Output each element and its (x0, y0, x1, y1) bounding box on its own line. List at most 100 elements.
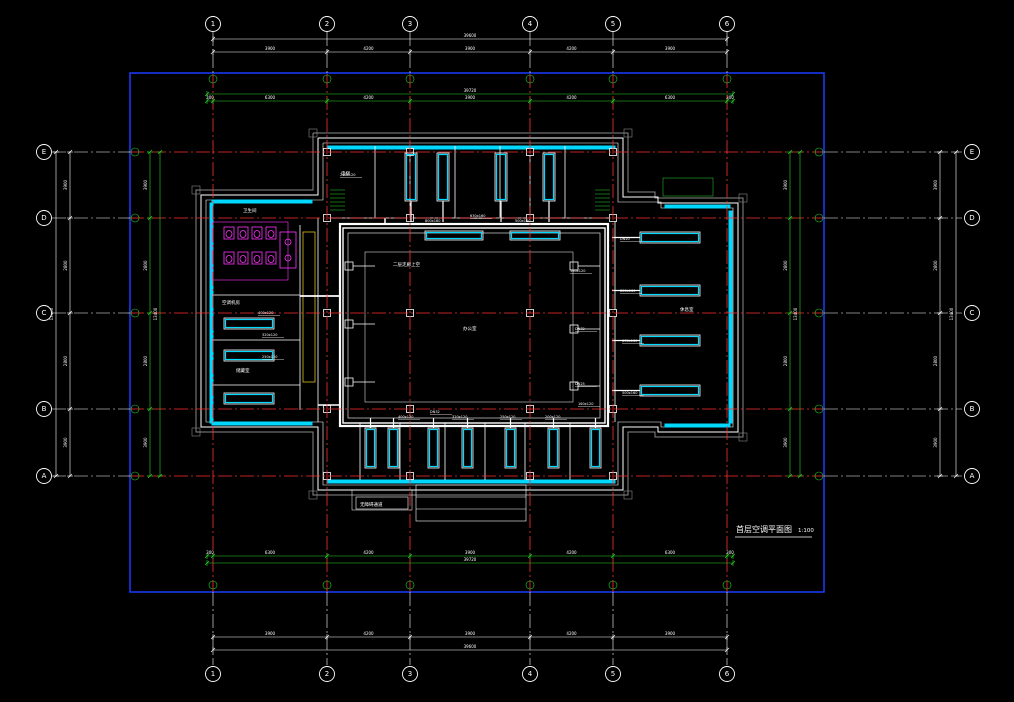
duct-label-15: 320x120 (262, 333, 277, 337)
axis-bubble-right-C-circle (964, 305, 980, 321)
dim-top-bays-label-4: 3900 (665, 46, 676, 51)
toilet-stall-0-0 (223, 226, 235, 240)
entrance-label: 无障碍通道 (360, 501, 383, 508)
duct-label-0: 800x160 (425, 219, 440, 223)
dim-inner-top-label-1: 6300 (265, 95, 276, 100)
dim-left-bays-label-0: 3900 (63, 179, 68, 190)
ac-unit-top-3-coil (543, 153, 555, 201)
dim-top-overall-slash-1 (724, 36, 730, 42)
ac-unit-right-1-coil (640, 285, 700, 296)
blue-frame (129, 72, 825, 593)
duct-label-19: DN32 (430, 410, 440, 414)
dim-bottom-overall-slash-1 (724, 647, 730, 653)
dim-inner-bottom-label-1: 6300 (265, 550, 276, 555)
axis-bubble-right-E-label: E (970, 148, 974, 156)
window-strip-0 (209, 202, 214, 424)
dim-inner-left-overall-slash-0 (157, 149, 163, 155)
walls (191, 128, 748, 522)
toilet-bowl-1-3 (267, 255, 275, 263)
dim-right-bays-label-3: 3900 (933, 437, 938, 448)
dim-inner-right-label-3: 3900 (783, 437, 788, 448)
riser-2 (344, 377, 354, 387)
toilet-stall-0-2 (251, 226, 263, 240)
inner-bubble-bottom-3 (405, 580, 415, 590)
toilet-bowl-0-0 (225, 230, 233, 238)
toilet-bowl-0-3 (267, 230, 275, 238)
axis-bubble-left-D-label: D (41, 214, 46, 222)
duct-label-5: 250x120 (500, 415, 515, 419)
dim-inner-right-slash-1 (787, 215, 793, 221)
dim-bottom-bays-slash-0 (210, 634, 216, 640)
dim-top-bays-slash-4 (610, 49, 616, 55)
ac-unit-bottom-5-coil (548, 428, 559, 468)
dim-top-bays-label-3: 4200 (566, 46, 577, 51)
dim-left-bays-slash-3 (67, 406, 73, 412)
dim-inner-bottom-slash-2 (324, 553, 330, 559)
dim-inner-left-label-0: 3900 (143, 179, 148, 190)
dim-right-overall-slash-1 (953, 473, 959, 479)
duct-label-16: 250x120 (262, 355, 277, 359)
room-label-big: 办公室 (463, 325, 477, 332)
axis-bubble-bottom-1-circle (205, 666, 221, 682)
axis-bubble-bottom-1: 1 (205, 666, 221, 682)
dim-inner-left-slash-4 (147, 473, 153, 479)
dim-inner-bottom-slash-5 (610, 553, 616, 559)
corner-7 (738, 432, 748, 442)
corner-0 (308, 128, 318, 138)
dim-top-bays-slash-3 (527, 49, 533, 55)
ac-unit-left-0-coil (224, 318, 274, 329)
axis-bubble-top-1-label: 1 (211, 20, 215, 28)
inner-bubble-right-D (814, 213, 824, 223)
duct-label-9: DN25 (575, 382, 585, 386)
stair-core (302, 231, 316, 383)
room-label-right: 休息室 (680, 306, 694, 313)
dim-right-bays-slash-4 (937, 473, 943, 479)
ac-unit-bottom-4-coil (505, 428, 516, 468)
dim-inner-right-slash-3 (787, 406, 793, 412)
axis-bubble-bottom-5: 5 (605, 666, 621, 682)
room-label-mech: 空调机房 (222, 299, 240, 306)
dim-inner-bottom-label-0: 300 (206, 550, 214, 555)
corner-2 (308, 490, 318, 500)
dim-top-bays-label-1: 4200 (363, 46, 374, 51)
dim-inner-bottom-label-4: 4200 (566, 550, 577, 555)
axis-bubble-left-C-label: C (42, 309, 47, 317)
right-stair-box (662, 177, 714, 197)
axis-bubble-left-E-circle (36, 144, 52, 160)
ac-unit-courtyard-top-box (424, 230, 484, 241)
air-conditioning-units (223, 152, 701, 469)
corner-4 (191, 185, 201, 195)
courtyard-outer-wall (342, 227, 606, 424)
dim-inner-left-slash-0 (147, 149, 153, 155)
dim-right-bays-label-2: 2800 (933, 355, 938, 366)
dim-bottom-bays-label-4: 3900 (665, 631, 676, 636)
dim-right-bays-label-0: 3900 (933, 179, 938, 190)
dim-inner-top-slash-3 (407, 98, 413, 104)
dim-inner-bottom-overall-label-0: 39720 (464, 557, 477, 562)
axis-bubble-right-D-label: D (969, 214, 974, 222)
toilet-bowl-1-0 (225, 255, 233, 263)
dim-inner-top-slash-7 (730, 98, 736, 104)
duct-label-14: 400x120 (258, 311, 273, 315)
axis-bubble-right-B-circle (964, 401, 980, 417)
dim-bottom-overall-label-0: 39600 (464, 644, 477, 649)
dim-inner-top-slash-1 (210, 98, 216, 104)
axis-bubble-right-C-label: C (970, 309, 975, 317)
dim-bottom-bays-label-3: 4200 (566, 631, 577, 636)
dim-inner-left-label-1: 2800 (143, 260, 148, 271)
axis-bubble-left-A-label: A (42, 472, 47, 480)
dim-bottom-bays-slash-5 (724, 634, 730, 640)
inner-bubble-bottom-6 (722, 580, 732, 590)
axis-bubble-top-4: 4 (522, 16, 538, 32)
axis-bubble-right-B: B (964, 401, 980, 417)
duct-label-8: DN32 (575, 327, 585, 331)
duct-label-6: 200x120 (545, 415, 560, 419)
dim-top-bays-slash-5 (724, 49, 730, 55)
dim-bottom-bays-label-2: 3900 (465, 631, 476, 636)
axis-bubble-left-B: B (36, 401, 52, 417)
room-label-storage: 储藏室 (236, 367, 250, 374)
outer-wall (200, 137, 739, 491)
dim-left-bays-slash-2 (67, 310, 73, 316)
ac-unit-right-2-coil (640, 335, 700, 346)
